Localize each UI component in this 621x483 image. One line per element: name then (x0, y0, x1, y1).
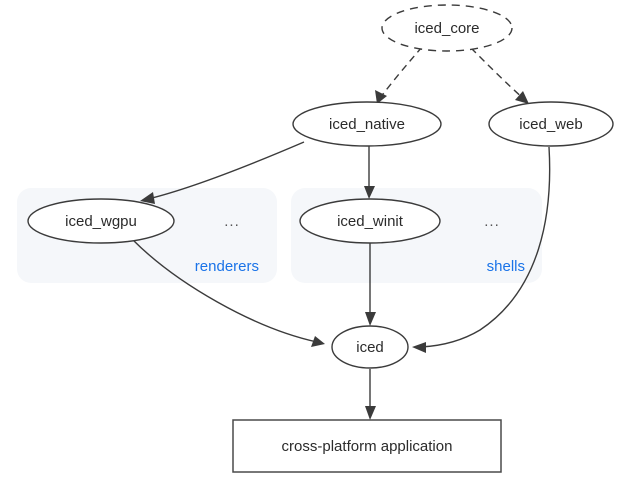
edge-native-to-winit (364, 146, 375, 199)
edge-core-to-web-arrowhead (515, 91, 529, 104)
node-iced-wgpu-shape[interactable] (27, 198, 175, 244)
node-iced-web[interactable]: iced_web (488, 101, 614, 147)
node-cross-platform-application[interactable]: cross-platform application (232, 419, 502, 473)
edge-core-to-web-line (470, 47, 525, 100)
edge-web-to-iced-arrowhead (412, 342, 426, 353)
node-iced-native[interactable]: iced_native (292, 101, 442, 147)
edge-wgpu-to-iced-line (132, 239, 318, 343)
node-iced-core[interactable]: iced_core (381, 4, 513, 52)
shells-more-ellipsis: ... (484, 213, 500, 230)
edge-web-to-iced (412, 146, 551, 353)
node-iced-core-label: iced_core (414, 20, 479, 37)
renderers-more-ellipsis: ... (224, 213, 240, 230)
cluster-renderers-label: renderers (195, 258, 259, 275)
node-iced-label: iced (356, 339, 384, 356)
edge-wgpu-to-iced (132, 239, 325, 347)
edge-core-to-native-line (379, 46, 423, 99)
node-cross-platform-application-shape[interactable] (232, 419, 502, 473)
node-iced-winit-label: iced_winit (337, 213, 404, 230)
node-iced[interactable]: iced (331, 325, 409, 369)
edge-native-to-wgpu-line (147, 141, 305, 200)
node-iced-winit-shape[interactable] (299, 198, 441, 244)
edge-core-to-web (470, 47, 529, 104)
edge-iced-to-app (365, 369, 376, 420)
node-iced-native-shape[interactable] (292, 101, 442, 147)
node-iced-web-shape[interactable] (488, 101, 614, 147)
node-cross-platform-application-label: cross-platform application (282, 438, 453, 455)
node-iced-core-shape[interactable] (381, 4, 513, 52)
edge-winit-to-iced (365, 243, 376, 326)
edge-winit-to-iced-arrowhead (365, 312, 376, 326)
node-iced-shape[interactable] (331, 325, 409, 369)
edge-native-to-wgpu (140, 141, 305, 204)
node-iced-winit[interactable]: iced_winit (299, 198, 441, 244)
node-iced-web-label: iced_web (519, 116, 582, 133)
node-iced-wgpu-label: iced_wgpu (65, 213, 137, 230)
edge-wgpu-to-iced-arrowhead (311, 336, 325, 347)
edge-native-to-winit-arrowhead (364, 186, 375, 199)
node-iced-wgpu[interactable]: iced_wgpu (27, 198, 175, 244)
cluster-shells-label: shells (487, 258, 525, 275)
edge-web-to-iced-line (420, 146, 551, 348)
edge-core-to-native-arrowhead (375, 90, 387, 104)
edge-iced-to-app-arrowhead (365, 406, 376, 420)
node-iced-native-label: iced_native (329, 116, 405, 133)
edge-native-to-wgpu-arrowhead (140, 192, 155, 204)
edge-core-to-native (375, 46, 423, 104)
